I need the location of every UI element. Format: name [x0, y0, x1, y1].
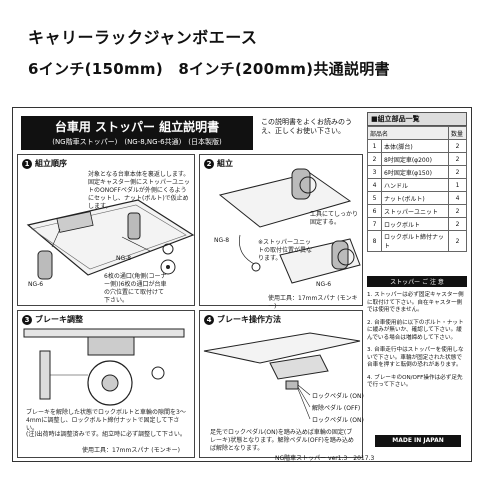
label-ng6: NG-6 [28, 281, 44, 288]
assembly-text-b: 6枚の通口(角側(コーナー側))6枚の通口が台車の穴位置にて取付けて下さい。 [104, 273, 167, 304]
notes-header: ストッパー ご 注 意 [367, 276, 467, 287]
parts-cell-name: ハンドル [381, 178, 449, 192]
lock-pedal-on-label-2: ロックペダル (ON) [312, 417, 364, 424]
parts-cell-no: 2 [367, 152, 382, 166]
parts-cell-qty: 2 [448, 204, 467, 218]
step-number: 4 [204, 314, 214, 325]
parts-cell-name: ロックボルト締付ナット [381, 230, 449, 252]
parts-cell-name: ナット(ボルト) [381, 191, 449, 205]
note-item: 4. ブレーキのON/OFF操作は必ず足先で行って下さい。 [367, 374, 463, 389]
parts-cell-qty: 1 [448, 178, 467, 192]
version-label: NG階車ストッパー ver1.3 2017.3 [275, 455, 375, 462]
assembly-tool: 使用工具：17mmスパナ (モンキー) [268, 295, 358, 310]
brake-adjust-text: ブレーキを解除した状態でロックボルトと車輪の隙間を3〜4mmに調整し、ロックボル… [26, 409, 186, 432]
section-brake-adjustment: 3 ブレーキ調整 ブレーキを解除した状態でロックボルトと車輪の隙間を3〜4mmに… [17, 310, 195, 458]
lock-pedal-on-label: ロックペダル (ON) [312, 393, 364, 400]
parts-col-qty: 数量 [448, 126, 467, 140]
note-item: 1. ストッパーは必ず固定キャスター側に取付けて下さい。自在キャスター側では使用… [367, 292, 464, 313]
parts-cell-no: 8 [367, 230, 382, 252]
parts-cell-qty: 2 [448, 165, 467, 179]
brake-adjust-tool: 使用工具：17mmスパナ (モンキー) [82, 447, 180, 454]
label-ng8: NG-8 [214, 237, 230, 244]
parts-cell-qty: 2 [448, 139, 467, 153]
parts-cell-name: ロックボルト [381, 217, 449, 231]
note-item: 3. 台車走行中はストッパーを使用しないで下さい。車輪が固定された状態で台車を押… [367, 347, 464, 368]
parts-cell-qty: 4 [448, 191, 467, 205]
brake-operation-text: 足先でロックペダル(ON)を踏み込めば車輪の固定(ブレーキ)状態となります。解除… [210, 429, 354, 452]
manual-header-title: 台車用 ストッパー 組立説明書 [54, 120, 220, 134]
assembly-illustration [26, 199, 195, 280]
assembly-position-note: ※ストッパーユニットの取付位置が異なります。 [258, 239, 313, 262]
brake-adjust-caution: (注)出荷時は調整済みです。組立時に必ず調整して下さい。 [26, 431, 186, 438]
label-ng6: NG-6 [316, 281, 332, 288]
made-in-japan-badge: MADE IN JAPAN [375, 435, 461, 447]
assembly-text-a: 対象となる台車本体を裏返しします。固定キャスター側にストッパーユニットのONOF… [88, 171, 191, 210]
parts-cell-no: 3 [367, 165, 382, 179]
parts-cell-qty: 2 [448, 217, 467, 231]
parts-cell-qty: 2 [448, 152, 467, 166]
section-assembly: 2 組立 工具にてしっかり固定する。 ※ストッパーユニットの取付位置が異なります… [199, 154, 363, 310]
parts-cell-name: 8吋固定車(φ200) [381, 152, 449, 166]
parts-cell-no: 6 [367, 204, 382, 218]
label-ng8: NG-8 [116, 255, 132, 262]
manual-header: 台車用 ストッパー 組立説明書 (NG階車ストッパー) (NG-8,NG-6共通… [21, 116, 253, 150]
stopper-notes: ストッパー ご 注 意 1. ストッパーは必ず固定キャスター側に取付けて下さい。… [367, 276, 467, 426]
intro-note: この説明書をよくお読みのうえ、正しくお使い下さい。 [261, 118, 352, 135]
parts-cell-name: 6吋固定車(φ150) [381, 165, 449, 179]
mounting-illustration [218, 168, 361, 284]
parts-col-name: 部品名 [367, 126, 449, 140]
parts-cell-no: 5 [367, 191, 382, 205]
brake-adjust-illustration [23, 328, 185, 406]
brake-operation-illustration [203, 332, 361, 420]
assembly-tool-note: 工具にてしっかり固定する。 [310, 211, 359, 226]
parts-cell-no: 1 [367, 139, 382, 153]
manual-sheet: 台車用 ストッパー 組立説明書 (NG階車ストッパー) (NG-8,NG-6共通… [12, 107, 472, 462]
page-title-line2: 6インチ(150mm) 8インチ(200mm)共通説明書 [28, 60, 390, 78]
parts-cell-no: 7 [367, 217, 382, 231]
section-title: ブレーキ操作方法 [217, 315, 281, 324]
page-title-line1: キャリーラックジャンボエース [28, 28, 258, 47]
note-item: 2. 台車使用前に以下のボルト・ナットに緩みが無いか、確認して下さい。緩んでいる… [367, 319, 464, 341]
parts-cell-qty: 2 [448, 230, 467, 252]
parts-cell-name: 本体(脚台) [381, 139, 449, 153]
section-brake-operation: 4 ブレーキ操作方法 ロックペダル (ON) 解除ペダル (OFF) ロックペダ… [199, 310, 364, 458]
section-title: 組立順序 [35, 159, 67, 168]
section-assembly-order: 1 組立順序 対象となる台車本体を裏返しします。固定キャスター側にストッパーユニ… [17, 154, 195, 306]
section-title: ブレーキ調整 [35, 315, 83, 324]
parts-cell-no: 4 [367, 178, 382, 192]
parts-list-header: ■組立部品一覧 [367, 112, 467, 126]
parts-cell-name: ストッパーユニット [381, 204, 449, 218]
step-number: 2 [204, 158, 214, 169]
section-title: 組立 [217, 159, 233, 168]
step-number: 3 [22, 314, 32, 325]
step-number: 1 [22, 158, 32, 169]
release-pedal-off-label: 解除ペダル (OFF) [312, 405, 361, 412]
manual-header-subtitle: (NG階車ストッパー) (NG-8,NG-6共通) (日本製版) [52, 138, 222, 146]
